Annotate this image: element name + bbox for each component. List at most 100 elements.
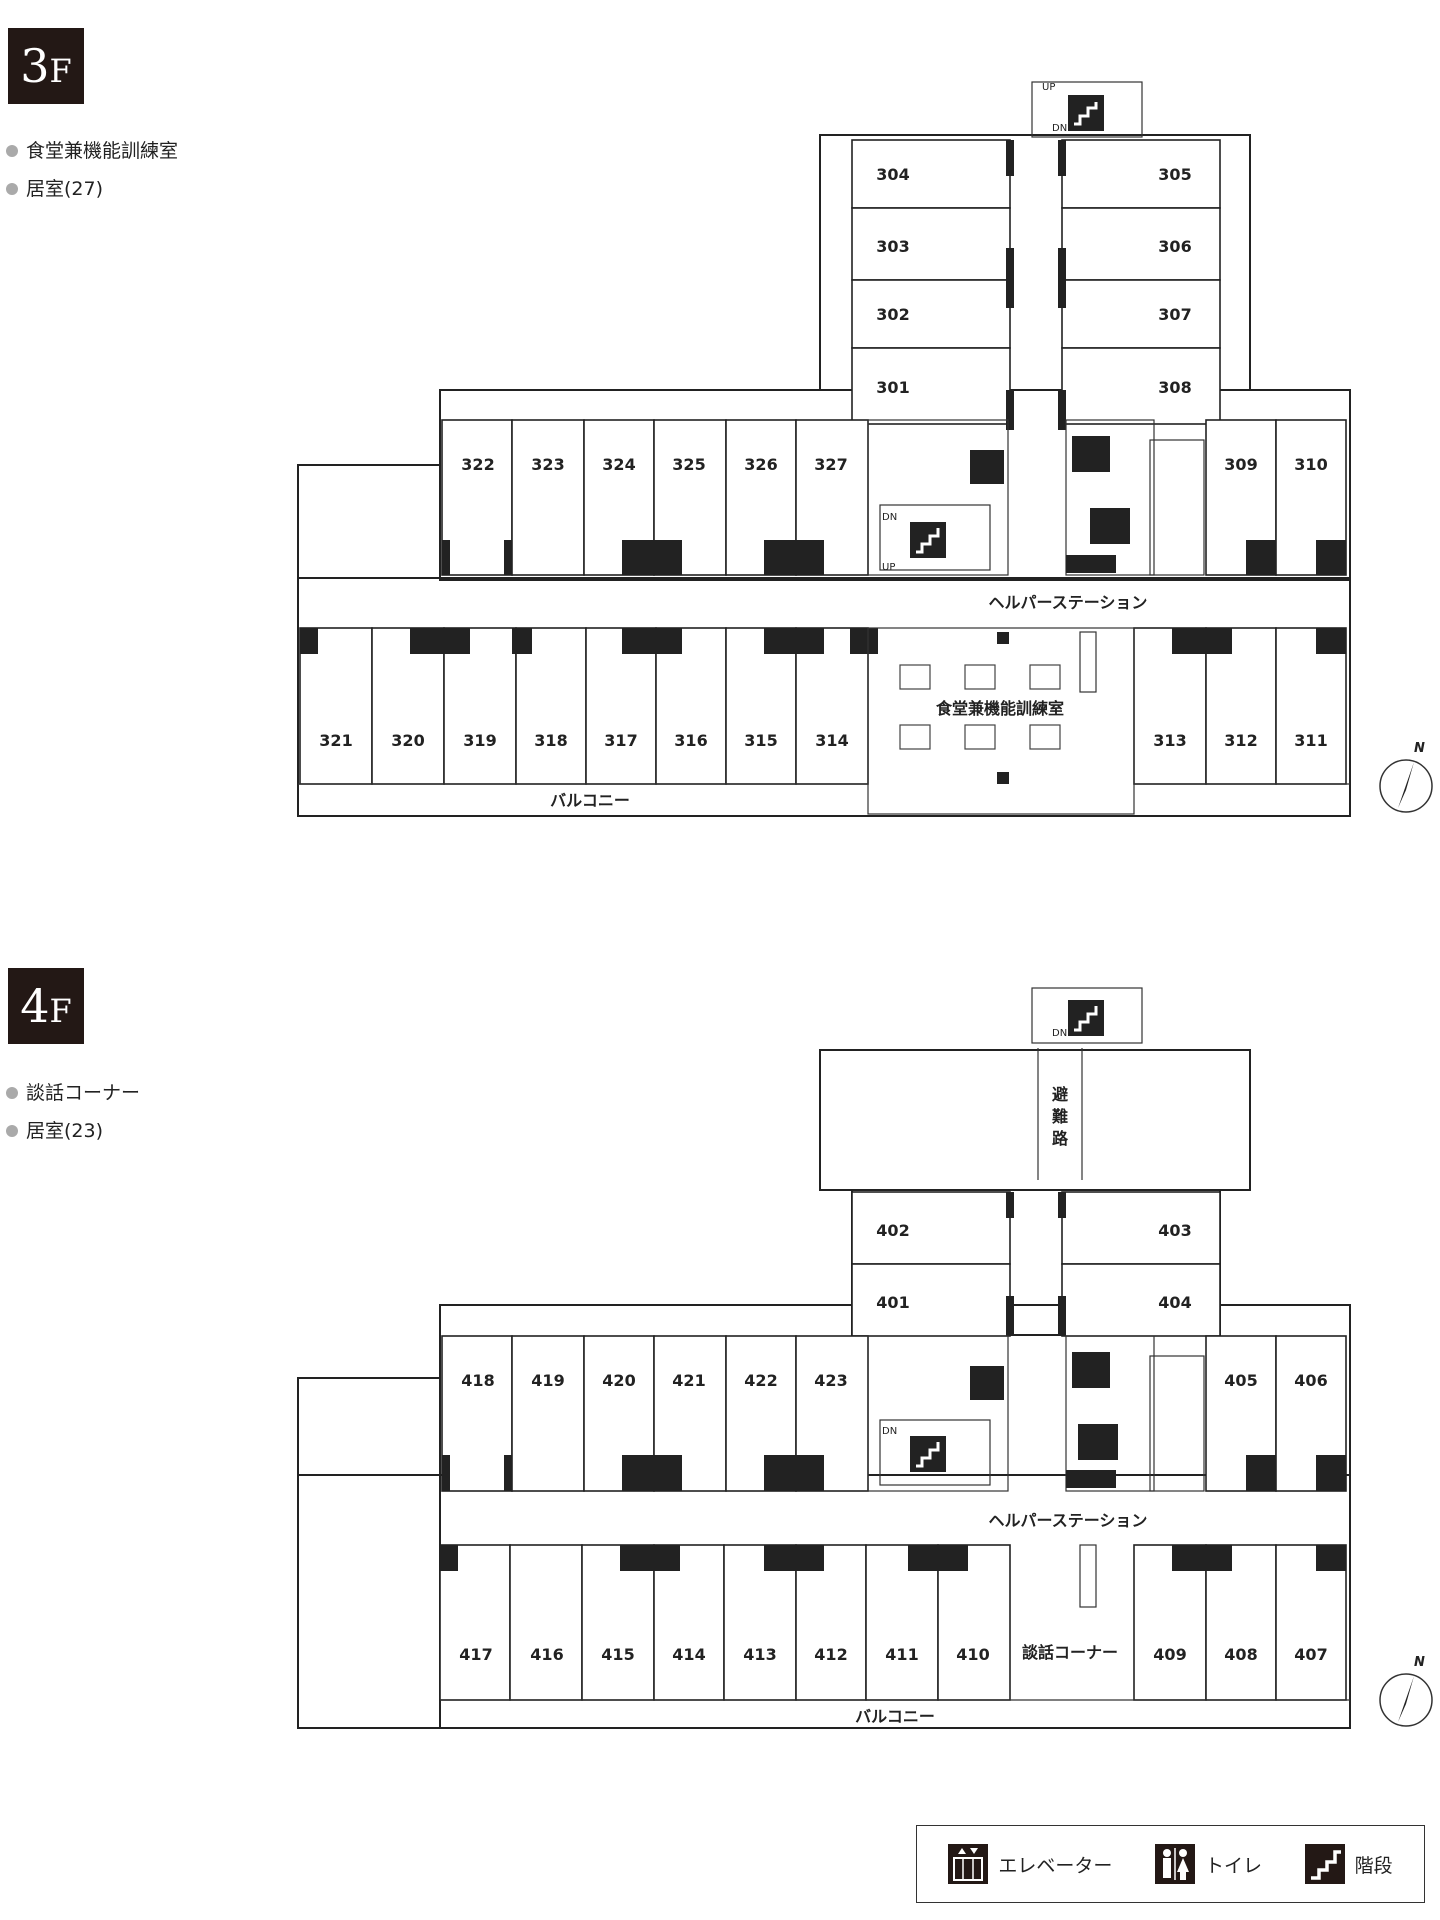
- floor-plan-4f: DN 避 難 路 402 403 401 404 41: [297, 987, 1433, 1729]
- stair-dn-label: DN: [1052, 123, 1067, 134]
- room-label: 421: [672, 1371, 705, 1390]
- room-label: 419: [531, 1371, 564, 1390]
- room-label: 413: [743, 1645, 776, 1664]
- stairs-icon: [1304, 1844, 1345, 1884]
- room-label: 414: [672, 1645, 705, 1664]
- room-label: 319: [463, 731, 496, 750]
- core: DN UP: [867, 419, 1205, 576]
- key-stairs-label: 階段: [1354, 1854, 1393, 1877]
- room-label: 406: [1294, 1371, 1327, 1390]
- room-label: 322: [461, 455, 494, 474]
- room-label: 402: [876, 1221, 909, 1240]
- floor-plan-3f: UP DN 304 305 303 306 302 307 301 308: [297, 81, 1433, 817]
- room-label: 415: [601, 1645, 634, 1664]
- room-label: 423: [814, 1371, 847, 1390]
- bullet-icon: [6, 1125, 18, 1137]
- room-label: 411: [885, 1645, 918, 1664]
- evacuation-route: 避 難 路: [1037, 1048, 1083, 1180]
- room-label: 410: [956, 1645, 989, 1664]
- stair-top: DN: [1031, 987, 1143, 1044]
- legend-label: 食堂兼機能訓練室: [26, 140, 179, 162]
- stair-dn-label: DN: [882, 1426, 897, 1437]
- legend-label: 居室(27): [26, 178, 104, 200]
- room-label: 313: [1153, 731, 1186, 750]
- stair-top: UP DN: [1031, 81, 1143, 138]
- lounge-area: 談話コーナー: [1022, 1544, 1118, 1662]
- room-label: 302: [876, 305, 909, 324]
- room-label: 422: [744, 1371, 777, 1390]
- legend-label: 居室(23): [26, 1120, 104, 1142]
- key-toilet-label: トイレ: [1204, 1854, 1262, 1877]
- core: DN: [867, 1335, 1205, 1492]
- north-wing: 304 305 303 306 302 307 301 308: [851, 139, 1221, 430]
- room-label: 409: [1153, 1645, 1186, 1664]
- room-label: 407: [1294, 1645, 1327, 1664]
- north-arrow-icon: N: [1379, 741, 1433, 813]
- floor-suffix: F: [49, 52, 72, 90]
- room-label: 412: [814, 1645, 847, 1664]
- north-arrow-icon: N: [1379, 1655, 1433, 1727]
- bullet-icon: [6, 183, 18, 195]
- helper-station-label: ヘルパーステーション: [989, 593, 1148, 612]
- evac-char: 路: [1052, 1129, 1069, 1148]
- key-elevator-label: エレベーター: [998, 1854, 1113, 1877]
- room-label: 312: [1224, 731, 1257, 750]
- room-label: 305: [1158, 165, 1191, 184]
- room-label: 323: [531, 455, 564, 474]
- room-label: 320: [391, 731, 424, 750]
- room-label: 405: [1224, 1371, 1257, 1390]
- symbol-key: エレベーター トイレ 階段: [916, 1825, 1425, 1903]
- floor-suffix: F: [49, 992, 72, 1030]
- floor-legend-3f: 食堂兼機能訓練室 居室(27): [6, 132, 178, 208]
- room-label: 315: [744, 731, 777, 750]
- room-label: 308: [1158, 378, 1191, 397]
- room-label: 420: [602, 1371, 635, 1390]
- floor-number: 3: [20, 39, 50, 93]
- legend-item: 居室(27): [6, 170, 178, 208]
- elevator-icon: [948, 1844, 989, 1884]
- room-label: 404: [1158, 1293, 1191, 1312]
- room-label: 321: [319, 731, 352, 750]
- north-label: N: [1414, 741, 1425, 756]
- room-label: 408: [1224, 1645, 1257, 1664]
- helper-station-label: ヘルパーステーション: [989, 1511, 1148, 1530]
- legend-item: 居室(23): [6, 1112, 140, 1150]
- room-label: 301: [876, 378, 909, 397]
- top-row-rooms: 322 323 324 325 326 327 309 310: [441, 419, 1347, 576]
- room-label: 417: [459, 1645, 492, 1664]
- balcony-label: バルコニー: [855, 1707, 935, 1726]
- room-label: 418: [461, 1371, 494, 1390]
- toilet-icon: [1154, 1844, 1195, 1884]
- evac-char: 避: [1052, 1085, 1068, 1104]
- room-label: 403: [1158, 1221, 1191, 1240]
- room-label: 310: [1294, 455, 1327, 474]
- north-wing: 402 403 401 404: [851, 1191, 1221, 1337]
- room-label: 311: [1294, 731, 1327, 750]
- room-label: 314: [815, 731, 848, 750]
- bottom-row-rooms: 417 416 415 414 413 412 411 410 409 408 …: [439, 1544, 1347, 1701]
- room-label: 309: [1224, 455, 1257, 474]
- room-label: 325: [672, 455, 705, 474]
- stair-dn-label: DN: [882, 512, 897, 523]
- legend-label: 談話コーナー: [26, 1082, 141, 1104]
- room-label: 326: [744, 455, 777, 474]
- stair-dn-label: DN: [1052, 1028, 1067, 1039]
- room-label: 306: [1158, 237, 1191, 256]
- room-label: 318: [534, 731, 567, 750]
- evac-char: 難: [1052, 1107, 1068, 1126]
- room-label: 327: [814, 455, 847, 474]
- room-label: 317: [604, 731, 637, 750]
- room-label: 303: [876, 237, 909, 256]
- dining-label: 食堂兼機能訓練室: [935, 699, 1064, 718]
- legend-item: 談話コーナー: [6, 1074, 140, 1112]
- legend-item: 食堂兼機能訓練室: [6, 132, 178, 170]
- room-label: 416: [530, 1645, 563, 1664]
- lounge-label: 談話コーナー: [1022, 1643, 1118, 1662]
- key-stairs: 階段: [1304, 1844, 1393, 1884]
- floor-legend-4f: 談話コーナー 居室(23): [6, 1074, 140, 1150]
- bullet-icon: [6, 145, 18, 157]
- room-label: 401: [876, 1293, 909, 1312]
- bottom-row-rooms: 321 320 319 318 317 316 315 314 313 312 …: [299, 627, 1347, 785]
